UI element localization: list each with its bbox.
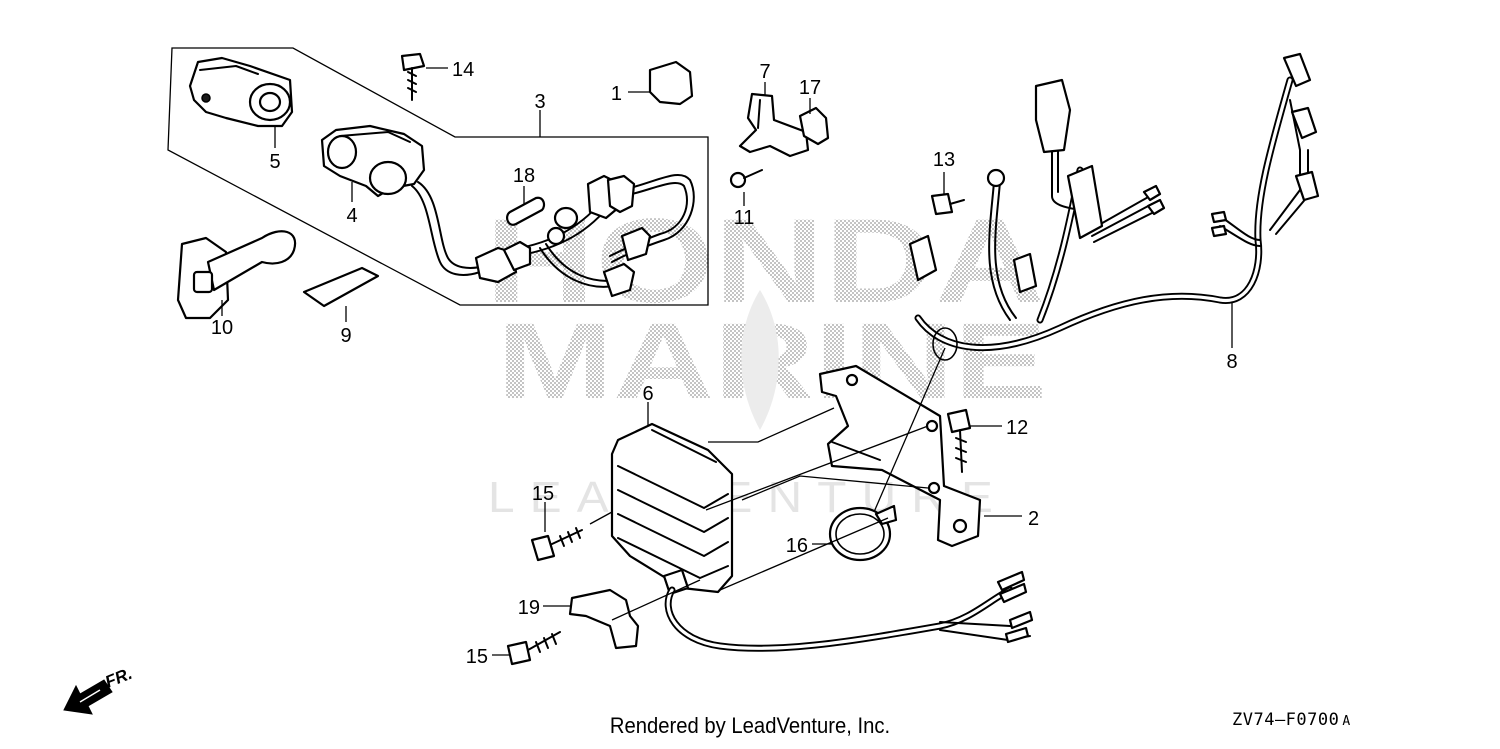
front-label: FR.: [102, 664, 135, 692]
part-14-bolt: [400, 52, 426, 101]
callout-4: 4: [346, 205, 357, 227]
part-5-receptacle: [188, 56, 294, 128]
callout-5: 5: [269, 151, 280, 173]
leader-lines: [221, 67, 1233, 656]
callout-7: 7: [759, 61, 770, 83]
callout-10: 10: [211, 317, 233, 339]
part-12-bolt: [946, 408, 972, 473]
assembly-boundary: [167, 47, 709, 306]
part-6-regulator-harness: [664, 570, 1034, 652]
part-1-cap: [648, 60, 694, 106]
part-16-band-ring: [932, 327, 958, 361]
part-8-main-harness: [908, 52, 1320, 351]
part-17-clip: [798, 106, 830, 146]
callout-6: 6: [642, 383, 653, 405]
part-9-label: [302, 266, 380, 308]
diagram-code-main: ZV74—F0700: [1232, 710, 1340, 730]
callout-15-lower: 15: [466, 646, 488, 668]
part-4-unit: [320, 124, 426, 198]
part-15-bolt-lower: [506, 631, 561, 666]
callouts: 1 2 3 4 5 6 7 8 9 10 11 12 13 14 15 15 1…: [211, 59, 1238, 668]
callout-14: 14: [452, 59, 474, 81]
callout-1: 1: [611, 83, 622, 105]
part-13-bolt: [930, 192, 965, 216]
watermark: HONDA MARINE LEADVENTURE: [485, 194, 1047, 522]
part-2-bracket: [818, 364, 982, 548]
part-19-bracket: [568, 588, 640, 650]
callout-2: 2: [1028, 508, 1039, 530]
part-18-fuse: [506, 196, 546, 226]
front-direction-indicator: FR.: [63, 664, 135, 715]
part-7-bracket: [738, 92, 810, 158]
diagram-code-suffix: A: [1342, 714, 1351, 729]
part-3-harness: [411, 173, 695, 298]
part-11-bolt: [729, 169, 763, 189]
callout-19: 19: [518, 597, 540, 619]
callout-11: 11: [734, 207, 755, 229]
part-15-bolt-upper: [530, 527, 583, 562]
callout-12: 12: [1006, 417, 1028, 439]
callout-9: 9: [340, 325, 351, 347]
callout-18: 18: [513, 165, 535, 187]
part-6-regulator: [610, 422, 734, 596]
part-16-band: [828, 504, 898, 562]
callout-3: 3: [534, 91, 545, 113]
callout-13: 13: [933, 149, 955, 171]
callout-15-upper: 15: [532, 483, 554, 505]
part-10-cover: [176, 230, 297, 320]
callout-16: 16: [786, 535, 808, 557]
callout-8: 8: [1226, 351, 1237, 373]
footer-credit: Rendered by LeadVenture, Inc.: [609, 713, 891, 738]
callout-17: 17: [799, 77, 821, 99]
watermark-flame-icon: [741, 290, 779, 430]
